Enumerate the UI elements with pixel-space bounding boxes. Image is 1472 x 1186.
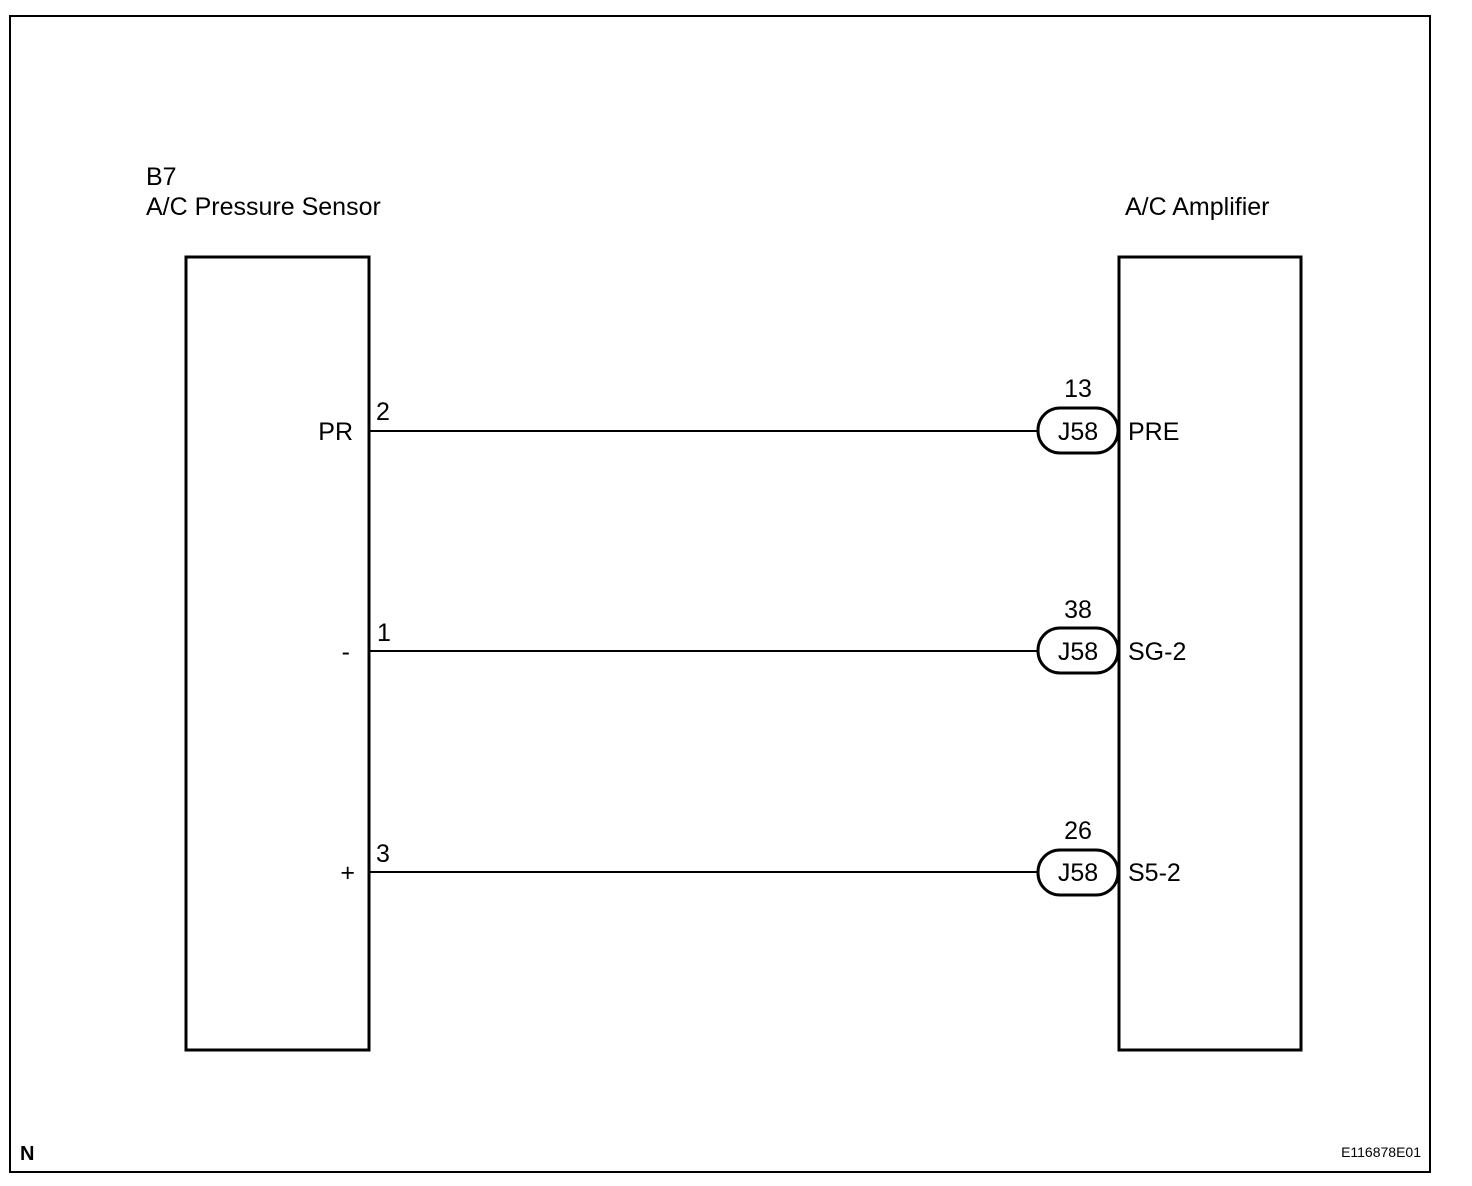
- sensor-terminal-label: +: [340, 859, 355, 887]
- wire-row-plus: + 3 26 J58 S5-2: [340, 817, 1181, 897]
- sensor-terminal-label: PR: [318, 418, 353, 446]
- amplifier-terminal-label: SG-2: [1128, 638, 1186, 666]
- amplifier-terminal-label: PRE: [1128, 418, 1179, 446]
- figure-code: E116878E01: [1341, 1144, 1421, 1160]
- connector-oval: [1036, 848, 1120, 897]
- connector-label: J58: [1058, 418, 1098, 446]
- wire-row-pr: PR 2 13 J58 PRE: [318, 375, 1179, 455]
- amplifier-pin-number: 13: [1064, 375, 1092, 403]
- connector-oval: [1036, 626, 1120, 675]
- diagram-frame: [9, 15, 1431, 1173]
- sensor-pin-number: 2: [376, 398, 390, 426]
- amplifier-terminal-label: S5-2: [1128, 859, 1181, 887]
- corner-mark: N: [20, 1143, 34, 1165]
- amplifier-name: A/C Amplifier: [1125, 193, 1269, 221]
- connector-oval: [1036, 406, 1120, 455]
- wire-row-minus: - 1 38 J58 SG-2: [342, 596, 1186, 675]
- sensor-name: A/C Pressure Sensor: [146, 193, 381, 221]
- sensor-terminal-label: -: [342, 638, 350, 666]
- sensor-pin-number: 3: [376, 840, 390, 868]
- sensor-pin-number: 1: [377, 619, 391, 647]
- amplifier-pin-number: 26: [1064, 817, 1092, 845]
- connector-label: J58: [1058, 638, 1098, 666]
- sensor-box: [184, 255, 371, 1052]
- sensor-connector-code: B7: [146, 163, 177, 191]
- amplifier-pin-number: 38: [1064, 596, 1092, 624]
- connector-label: J58: [1058, 859, 1098, 887]
